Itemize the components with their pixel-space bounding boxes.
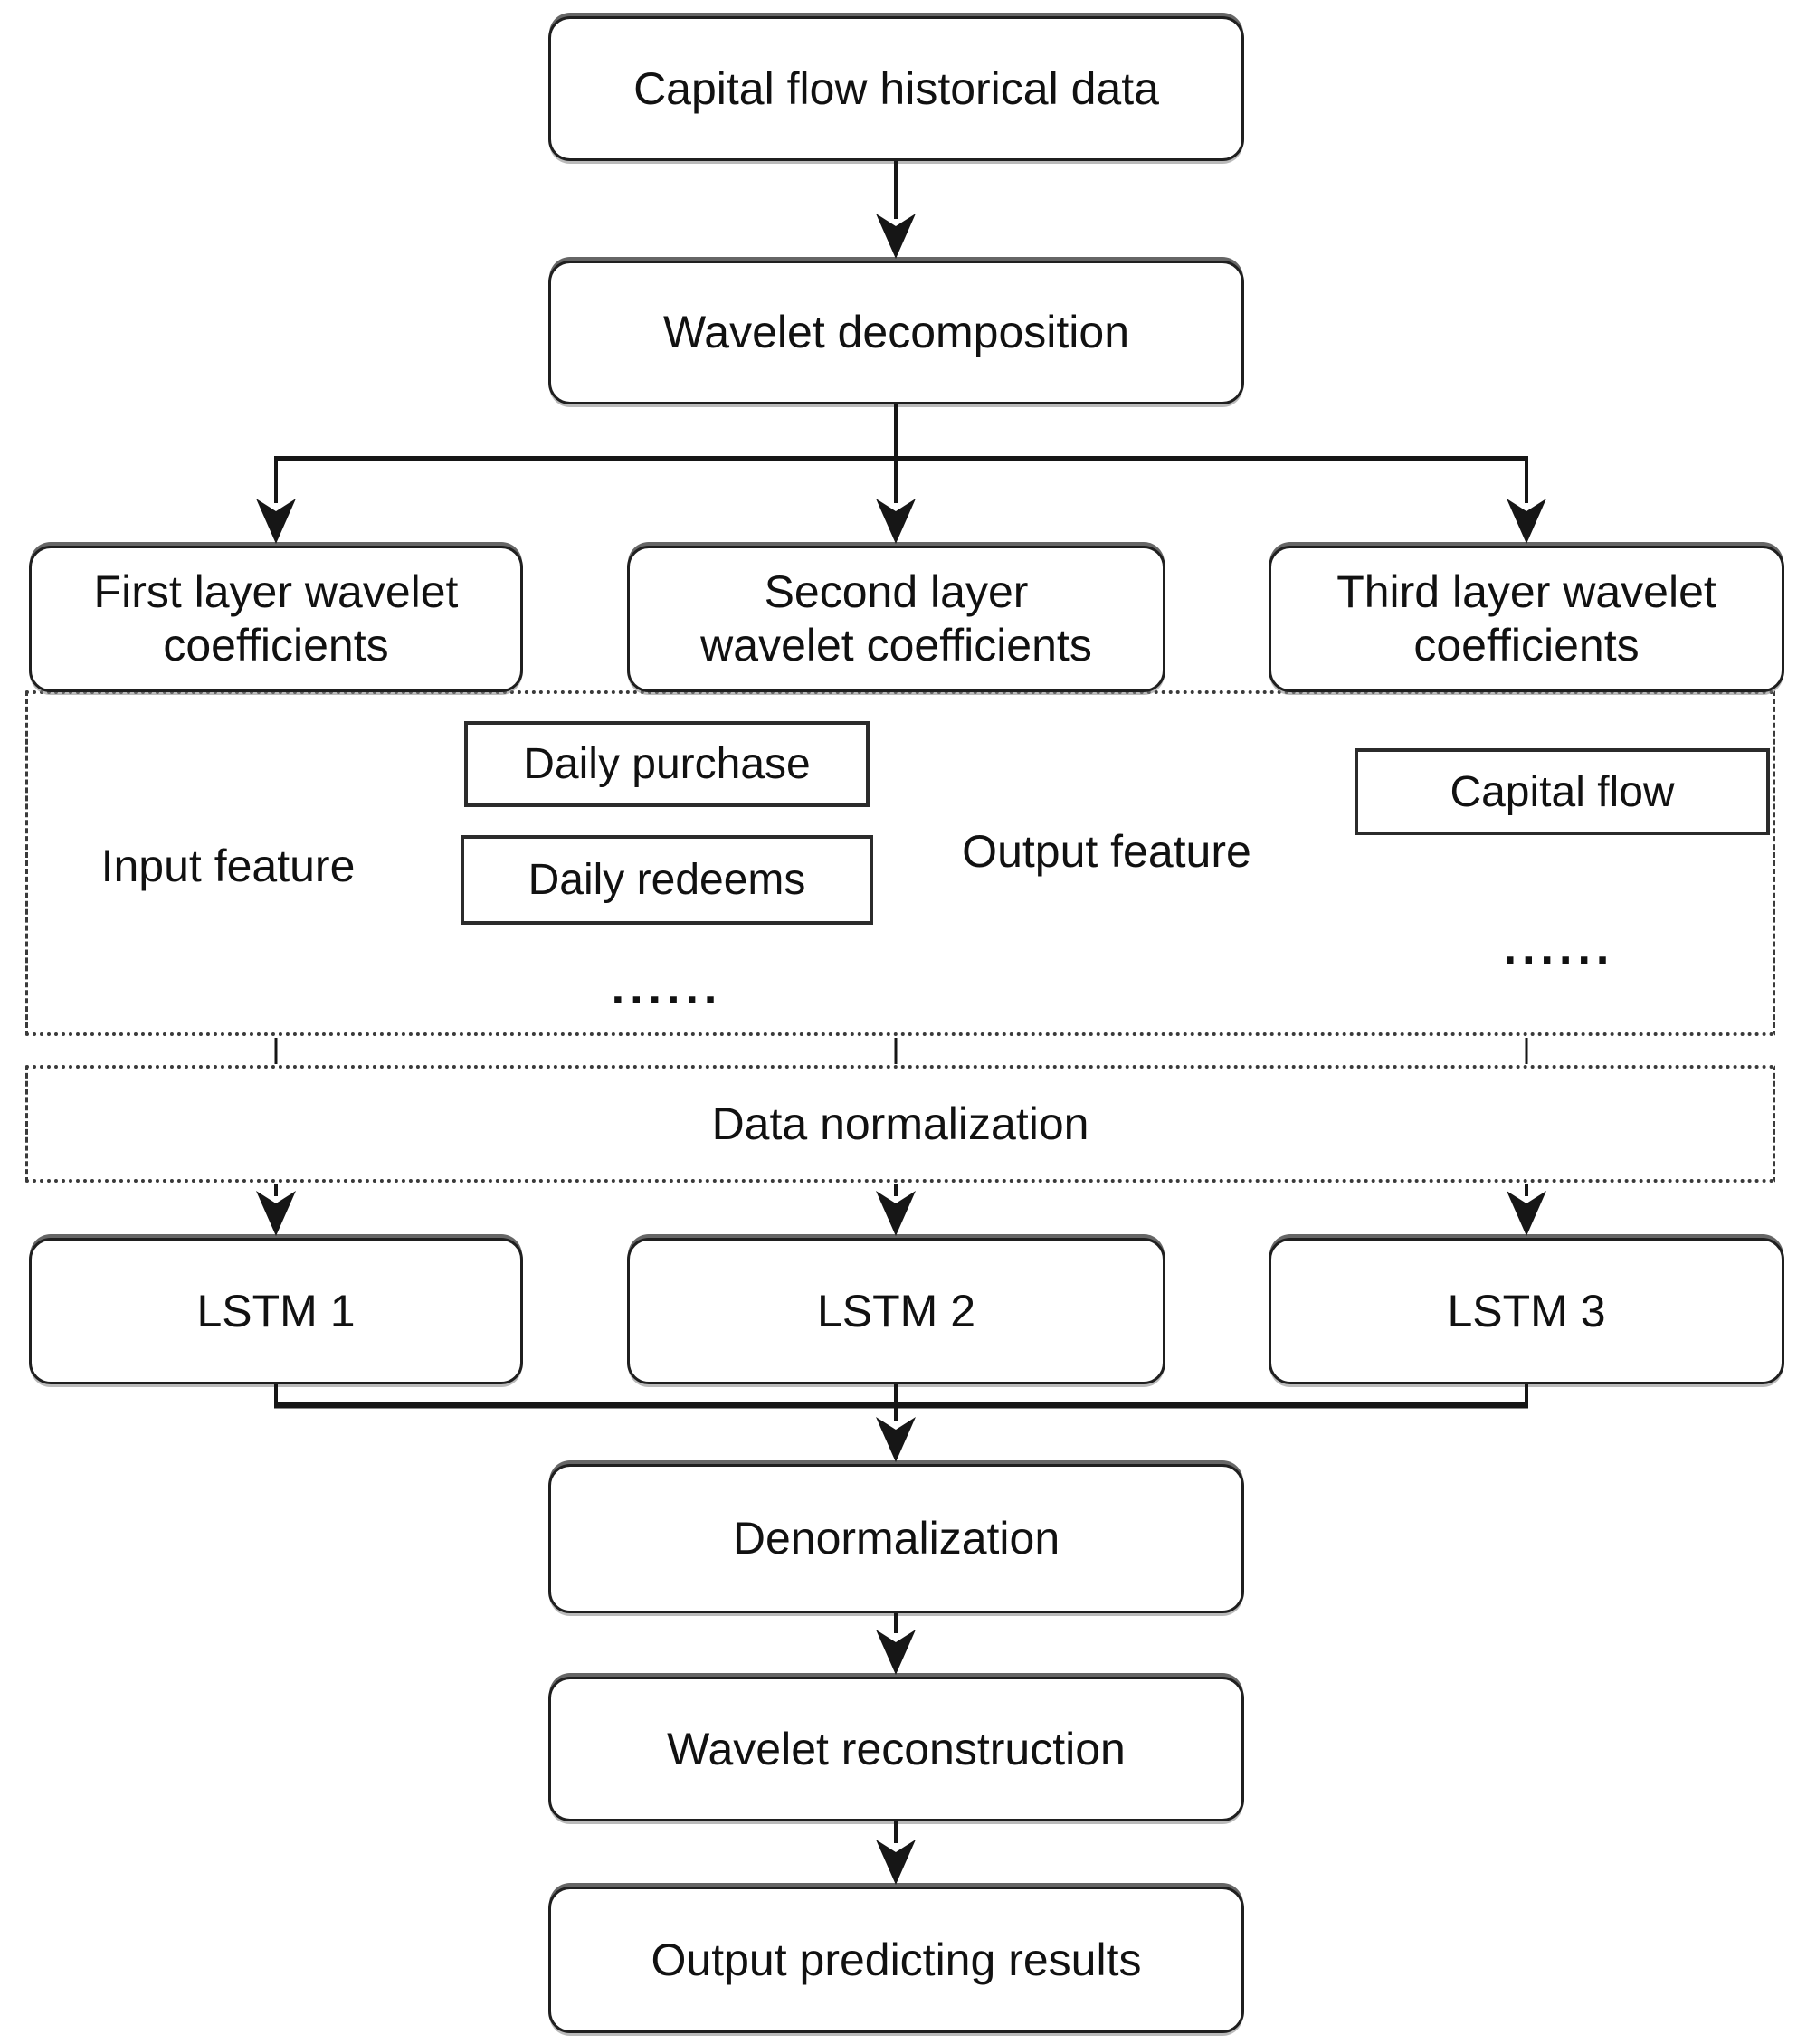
node-lstm-2: LSTM 2 [627,1238,1165,1384]
node-lstm-3: LSTM 3 [1269,1238,1784,1384]
arrowhead-to-denormalization [876,1417,916,1462]
arrowhead-to-second-layer [876,499,916,544]
arrowhead-to-output [876,1840,916,1885]
data-normalization-label: Data normalization [711,1098,1089,1149]
arrowhead-to-third-layer [1507,499,1546,544]
node-capital-flow: Capital flow [1355,748,1770,835]
input-features-ellipsis: ...... [611,962,723,1014]
arrowhead-to-lstm2 [876,1191,916,1236]
node-capital-flow-historical-data: Capital flow historical data [548,16,1244,161]
arrowhead-history-to-decomposition [876,214,916,259]
node-wavelet-decomposition: Wavelet decomposition [548,261,1244,404]
node-data-normalization: Data normalization [25,1065,1775,1183]
arrowhead-to-reconstruction [876,1630,916,1675]
output-features-ellipsis: ...... [1503,922,1615,974]
arrowhead-to-lstm1 [256,1191,296,1236]
node-daily-redeems: Daily redeems [461,835,873,925]
feature-region-dashed-container [25,690,1775,1036]
node-output-predicting-results: Output predicting results [548,1887,1244,2033]
node-denormalization: Denormalization [548,1464,1244,1613]
node-first-layer-wavelet-coefficients: First layer wavelet coefficients [29,546,523,692]
node-wavelet-reconstruction: Wavelet reconstruction [548,1677,1244,1821]
input-feature-label: Input feature [100,841,356,891]
output-feature-label: Output feature [962,826,1251,877]
arrowhead-to-first-layer [256,499,296,544]
node-daily-purchase: Daily purchase [464,721,870,807]
node-third-layer-wavelet-coefficients: Third layer wavelet coefficients [1269,546,1784,692]
arrowhead-to-lstm3 [1507,1191,1546,1236]
node-second-layer-wavelet-coefficients: Second layer wavelet coefficients [627,546,1165,692]
node-lstm-1: LSTM 1 [29,1238,523,1384]
